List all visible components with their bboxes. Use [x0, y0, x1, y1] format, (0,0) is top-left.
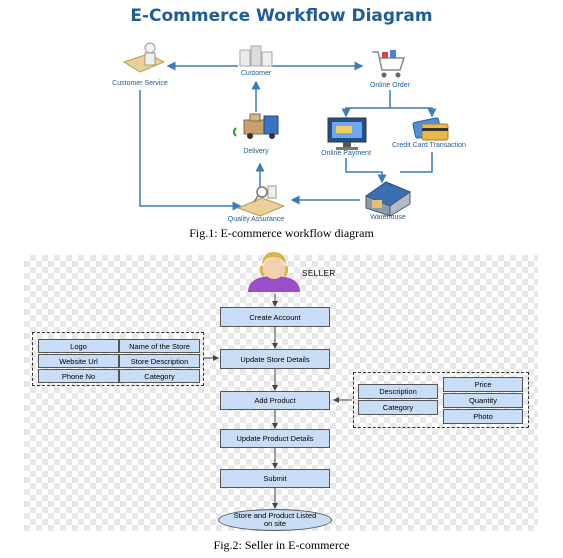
- seller-avatar-icon: [248, 252, 300, 292]
- product-fields-group: [353, 372, 529, 428]
- online-order-label: Online Order: [369, 82, 411, 89]
- store-listed-ellipse: Store and Product Listed on site: [218, 509, 332, 531]
- quality-assurance-icon: [236, 185, 286, 217]
- arrow-creditcard-to-warehouse: [400, 152, 433, 173]
- website-url-field: Website Url: [38, 354, 119, 368]
- store-category-field: Category: [119, 369, 200, 383]
- arrow-payment-to-warehouse: [345, 158, 387, 184]
- quality-assurance-label: Quality Assurance: [227, 216, 285, 223]
- customer-icon: [239, 45, 273, 67]
- fig2-caption: Fig.2: Seller in E-commerce: [213, 538, 350, 552]
- logo-field: Logo: [38, 339, 119, 353]
- credit-card-label: Credit Card Transaction: [392, 142, 466, 149]
- store-description-field: Store Description: [119, 354, 200, 368]
- submit-box: Submit: [220, 469, 330, 488]
- update-product-details-box: Update Product Details: [220, 429, 330, 448]
- arrow-service-to-qa: [139, 90, 242, 211]
- warehouse-icon: [364, 181, 412, 217]
- customer-service-icon: [122, 42, 166, 73]
- quantity-field: Quantity: [443, 393, 523, 408]
- name-of-store-field: Name of the Store: [119, 339, 200, 353]
- description-field: Description: [358, 384, 438, 399]
- phone-no-field: Phone No: [38, 369, 119, 383]
- warehouse-label: Warehouse: [370, 214, 406, 221]
- customer-service-label: Customer Service: [112, 80, 168, 87]
- update-store-details-box: Update Store Details: [220, 349, 330, 369]
- customer-label: Customer: [240, 70, 272, 77]
- delivery-label: Delivery: [243, 148, 269, 155]
- arrow-order-to-payment: [341, 90, 391, 118]
- monitor-payment-icon: [327, 117, 367, 150]
- credit-card-icon: [412, 117, 449, 141]
- arrow-order-to-creditcard: [390, 107, 437, 118]
- photo-field: Photo: [443, 409, 523, 424]
- online-payment-label: Online Payment: [321, 150, 371, 157]
- add-product-box: Add Product: [220, 391, 330, 410]
- seller-label: SELLER: [302, 269, 336, 278]
- fig1-title: E-Commerce Workflow Diagram: [130, 6, 433, 26]
- create-account-box: Create Account: [220, 307, 330, 327]
- store-fields-group: [32, 332, 204, 386]
- product-category-field: Category: [358, 400, 438, 415]
- delivery-truck-icon: [233, 113, 279, 139]
- fig1-caption: Fig.1: E-commerce workflow diagram: [189, 226, 374, 240]
- price-field: Price: [443, 377, 523, 392]
- shopping-cart-icon: [372, 50, 406, 78]
